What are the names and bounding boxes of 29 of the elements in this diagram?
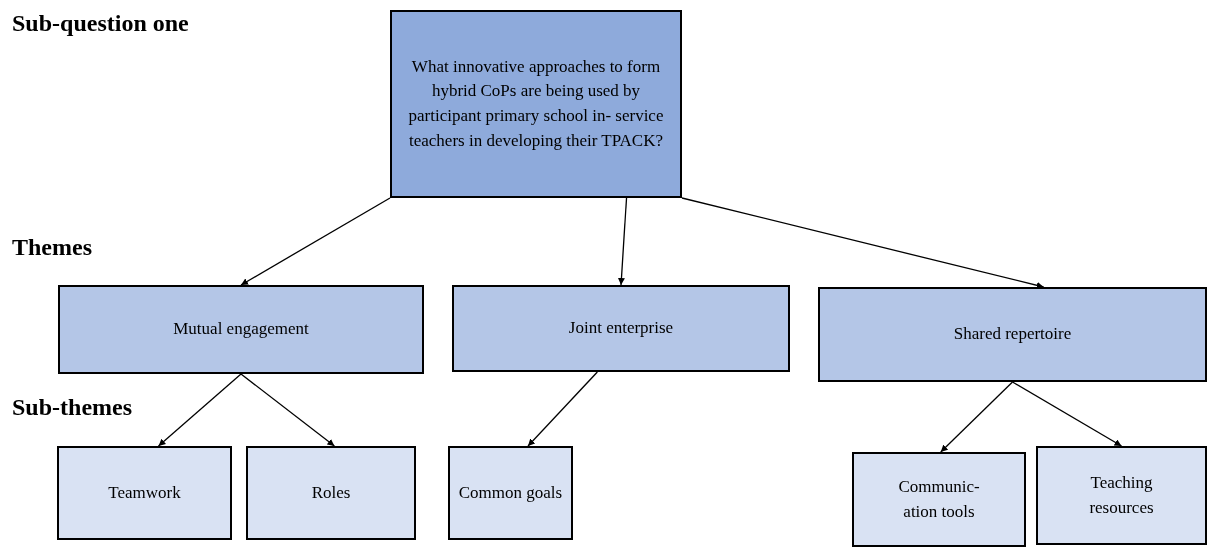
node-text: What innovative approaches to form hybrid CoPs are being used by participant primary school in- service teachers in developing their TPACK? (407, 55, 665, 152)
sub-theme-box (57, 446, 232, 540)
section-heading: Sub-themes (12, 394, 132, 421)
node-text: Teaching resources (1088, 471, 1155, 519)
node-text: Communic- ation tools (897, 475, 981, 523)
arrow (157, 373, 242, 447)
arrow (240, 197, 391, 286)
node-text: Joint enterprise (568, 317, 674, 340)
node-text: Mutual engagement (173, 318, 309, 341)
arrow (240, 373, 336, 447)
arrow (527, 371, 598, 447)
sub-theme-box (448, 446, 573, 540)
arrow (617, 197, 628, 286)
arrow (940, 381, 1014, 453)
node-text: Teamwork (108, 481, 181, 504)
node-text: Shared repertoire (953, 323, 1072, 346)
node-text: Common goals (458, 481, 563, 504)
section-heading: Sub-question one (12, 10, 189, 37)
theme-box (818, 287, 1207, 382)
node-text: Roles (311, 481, 351, 504)
arrow (1011, 381, 1123, 447)
sub-theme-box (1036, 446, 1207, 545)
theme-box (452, 285, 790, 372)
theme-box (58, 285, 424, 374)
section-heading: Themes (12, 234, 92, 261)
arrow (681, 197, 1045, 289)
question-box (390, 10, 682, 198)
sub-theme-box (246, 446, 416, 540)
sub-theme-box (852, 452, 1026, 547)
